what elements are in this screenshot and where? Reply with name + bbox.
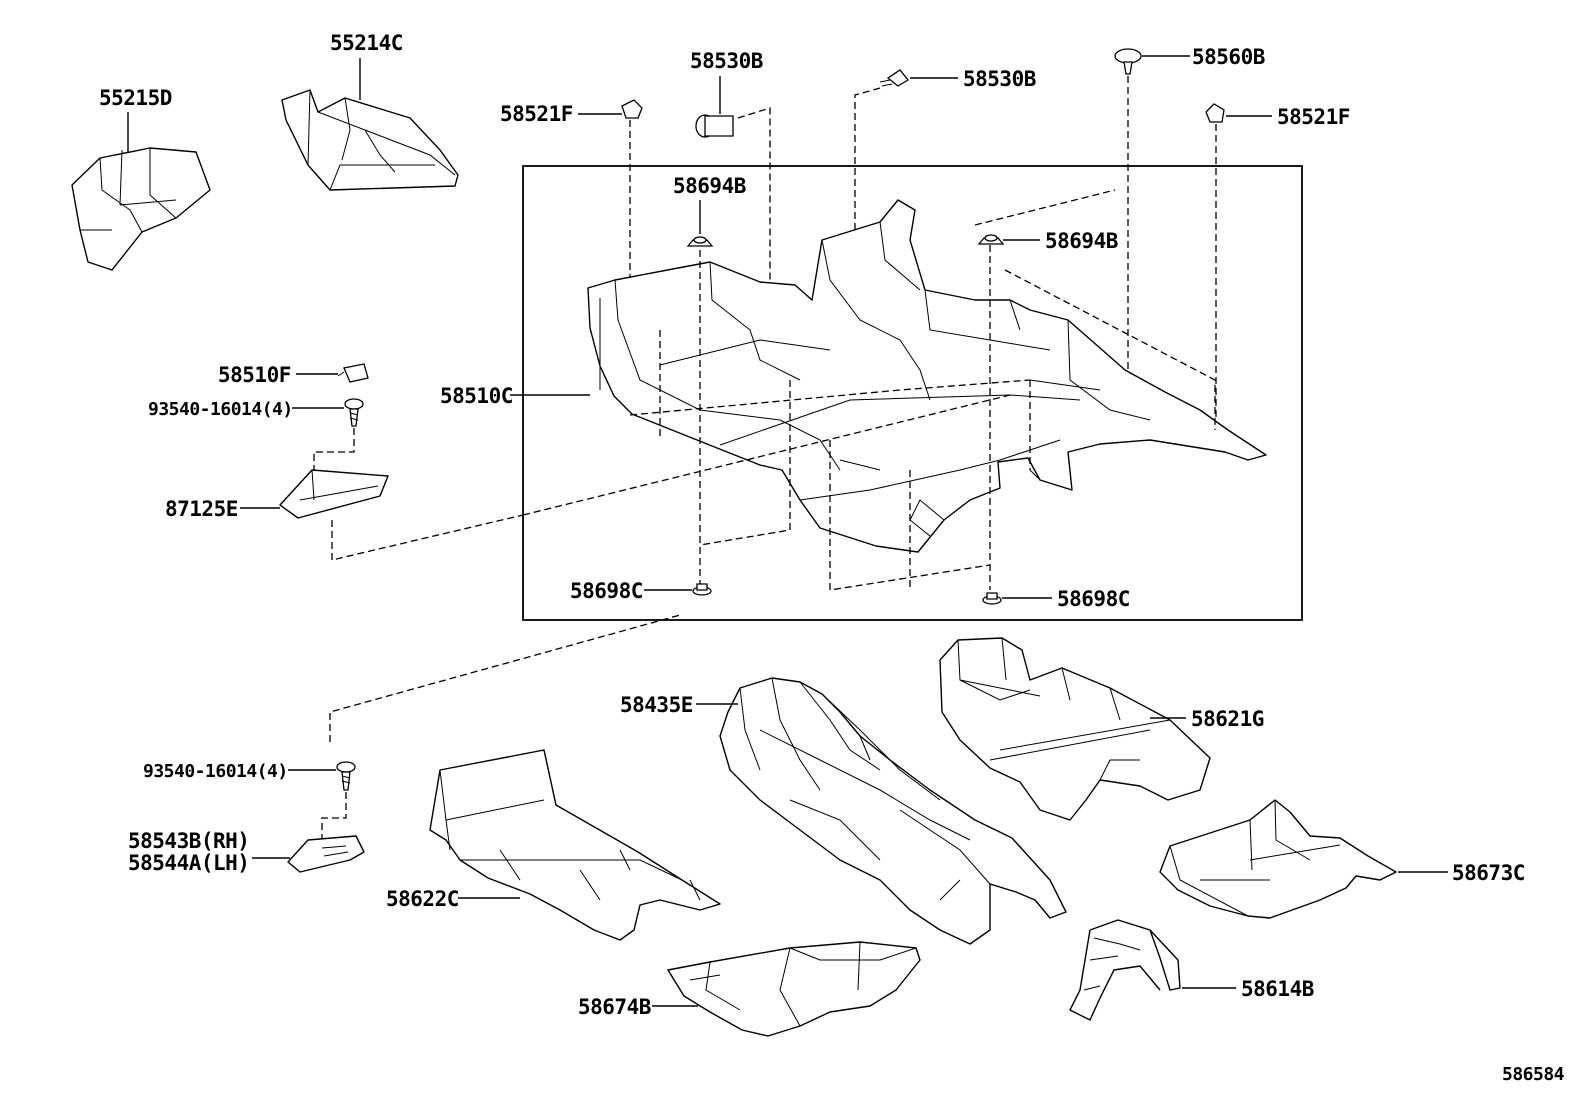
- fastener-58521F-right[interactable]: [1205, 103, 1225, 123]
- fastener-58530B-pin[interactable]: [695, 114, 734, 138]
- part-58435E-insulator[interactable]: [719, 677, 1067, 945]
- part-55214C[interactable]: [281, 89, 459, 191]
- fastener-58698C-right[interactable]: [982, 592, 1002, 605]
- label-93540-lower: 93540-16014(4): [143, 761, 288, 782]
- label-58674B: 58674B: [578, 995, 651, 1019]
- label-58521F-b: 58521F: [1277, 105, 1350, 129]
- label-58621G: 58621G: [1191, 707, 1264, 731]
- label-58622C: 58622C: [386, 887, 459, 911]
- label-58530B-b: 58530B: [963, 67, 1036, 91]
- part-58622C-silencer[interactable]: [429, 749, 721, 941]
- fastener-58530B-screw[interactable]: [879, 69, 909, 87]
- label-58694B-b: 58694B: [1045, 229, 1118, 253]
- diagram-id: 586584: [1502, 1064, 1565, 1085]
- label-58694B-a: 58694B: [673, 174, 746, 198]
- part-58674B-silencer[interactable]: [667, 941, 921, 1037]
- part-55215D[interactable]: [71, 147, 211, 271]
- part-58543B-58544A-bracket[interactable]: [287, 835, 365, 873]
- part-58614B-bracket[interactable]: [1069, 919, 1181, 1021]
- part-87125E-scuff-plate[interactable]: [279, 469, 389, 519]
- label-93540-upper: 93540-16014(4): [148, 399, 293, 420]
- label-58544A: 58544A(LH): [128, 851, 249, 875]
- screw-93540-lower[interactable]: [336, 761, 356, 791]
- label-58698C-b: 58698C: [1057, 587, 1130, 611]
- screw-93540-upper[interactable]: [344, 398, 364, 427]
- part-58510C-floor-carpet[interactable]: [587, 199, 1267, 553]
- label-58560B: 58560B: [1192, 45, 1265, 69]
- label-58510F: 58510F: [218, 363, 291, 387]
- fastener-58521F-left[interactable]: [621, 99, 643, 119]
- label-58510C: 58510C: [440, 384, 513, 408]
- label-58435E: 58435E: [620, 693, 693, 717]
- label-58698C-a: 58698C: [570, 579, 643, 603]
- carpet-assembly-frame: [522, 165, 1303, 621]
- label-55215D: 55215D: [99, 86, 172, 110]
- label-58543B: 58543B(RH): [128, 829, 249, 853]
- part-58673C-silencer[interactable]: [1159, 799, 1397, 919]
- label-58614B: 58614B: [1241, 977, 1314, 1001]
- label-58673C: 58673C: [1452, 861, 1525, 885]
- part-58510F[interactable]: [337, 363, 369, 383]
- label-58521F-a: 58521F: [500, 102, 573, 126]
- label-87125E: 87125E: [165, 497, 238, 521]
- part-58621G-silencer[interactable]: [939, 637, 1211, 821]
- fastener-58560B[interactable]: [1114, 48, 1142, 75]
- label-58530B-a: 58530B: [690, 49, 763, 73]
- fastener-58694B-right[interactable]: [977, 234, 1005, 245]
- label-55214C: 55214C: [330, 31, 403, 55]
- fastener-58694B-left[interactable]: [686, 236, 714, 247]
- fastener-58698C-left[interactable]: [692, 583, 712, 596]
